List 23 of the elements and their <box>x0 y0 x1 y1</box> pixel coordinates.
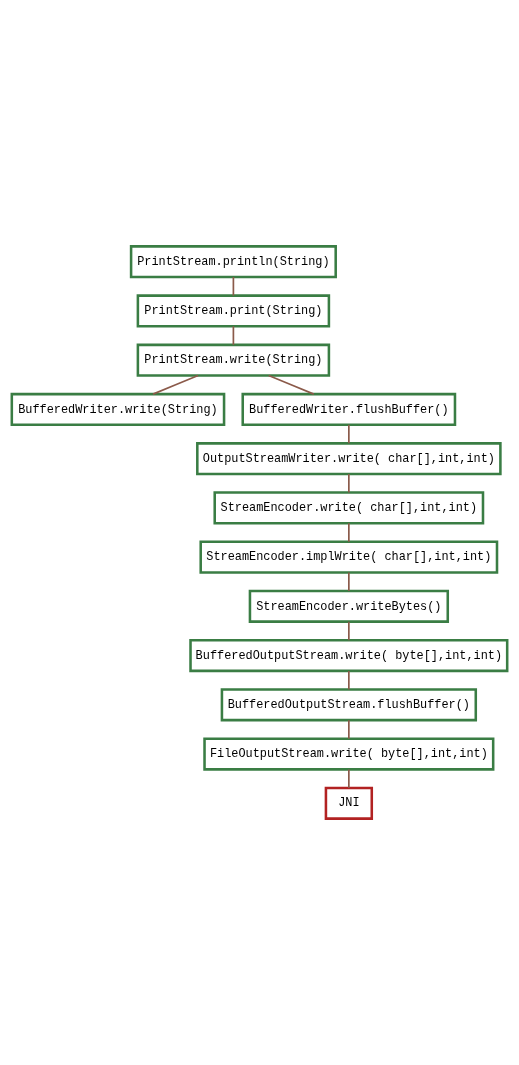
connector <box>348 719 350 740</box>
node-box: JNI <box>324 786 374 820</box>
node-box: PrintStream.print(String) <box>136 294 331 328</box>
node-box: BufferedWriter.write(String) <box>10 392 226 426</box>
node-box: PrintStream.println(String) <box>129 245 337 279</box>
connector <box>232 325 235 346</box>
connector <box>348 423 350 445</box>
connector <box>348 768 350 789</box>
node-box: PrintStream.write(String) <box>136 343 331 377</box>
node-box: StreamEncoder.implWrite( char[],int,int) <box>199 540 499 574</box>
connector <box>348 571 350 592</box>
connector <box>348 473 350 494</box>
node-box: StreamEncoder.writeBytes() <box>248 589 450 623</box>
connector <box>348 670 350 691</box>
node-box: BufferedWriter.flushBuffer() <box>241 392 457 426</box>
connector <box>348 620 350 642</box>
connector <box>348 522 350 543</box>
node-box: BufferedOutputStream.write( byte[],int,int) <box>189 639 509 673</box>
node-box: StreamEncoder.write( char[],int,int) <box>213 491 485 525</box>
node-box: FileOutputStream.write( byte[],int,int) <box>203 737 495 771</box>
node-box: OutputStreamWriter.write( char[],int,int) <box>196 442 502 476</box>
connector <box>232 276 235 297</box>
node-box: BufferedOutputStream.flushBuffer() <box>220 688 478 722</box>
